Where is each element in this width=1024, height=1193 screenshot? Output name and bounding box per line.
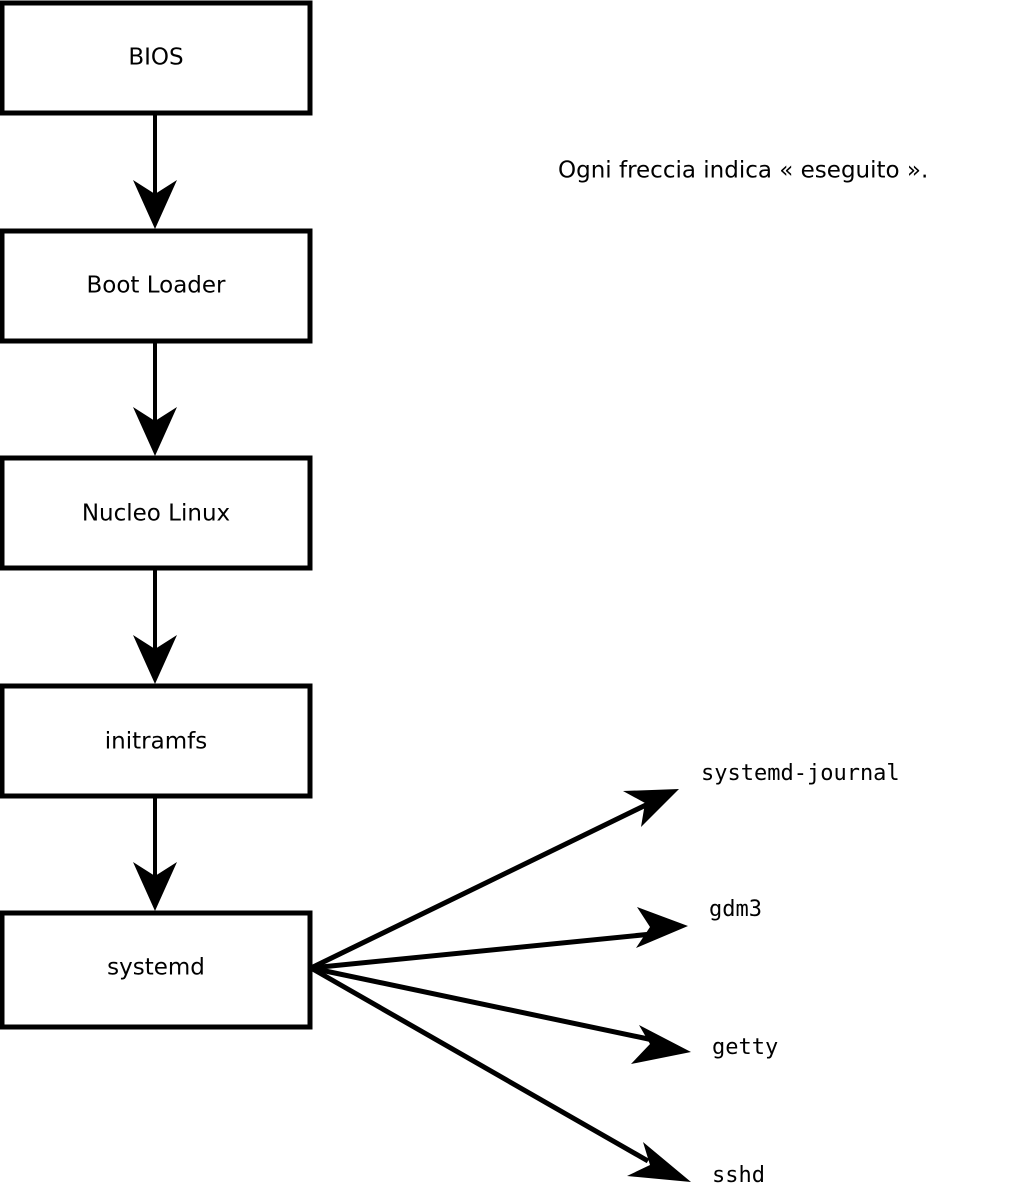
stage-box-rect [0, 0, 313, 116]
flow-arrow-initramfs-to-systemd [133, 796, 177, 911]
arrow-shaft [309, 801, 650, 971]
service-label-systemd-journal: systemd-journal [701, 761, 900, 786]
service-arrow-gdm3 [310, 907, 688, 971]
stage-box-kernel[interactable]: Nucleo Linux [0, 455, 313, 571]
stage-label-initramfs: initramfs [105, 729, 207, 755]
stage-box-bios[interactable]: BIOS [0, 0, 313, 116]
stage-box-rect [0, 683, 313, 799]
arrow-head-down-icon [133, 407, 177, 456]
service-arrow-getty [310, 965, 691, 1064]
arrow-shaft [310, 931, 653, 971]
stage-box-rect [0, 228, 313, 344]
arrow-head-icon [631, 1025, 691, 1064]
arrow-head-down-icon [133, 862, 177, 911]
stage-box-rect [0, 910, 313, 1030]
diagram-caption: Ogni freccia indica « eseguito ». [558, 158, 928, 184]
flow-arrow-bootloader-to-kernel [133, 341, 177, 456]
service-arrow-sshd [309, 965, 691, 1182]
arrow-head-icon [623, 789, 679, 827]
service-label-gdm3: gdm3 [709, 897, 762, 922]
arrow-head-down-icon [133, 635, 177, 684]
arrow-head-icon [636, 907, 688, 948]
stage-box-initramfs[interactable]: initramfs [0, 683, 313, 799]
stage-label-kernel: Nucleo Linux [82, 501, 230, 527]
stage-label-bios: BIOS [128, 45, 183, 71]
arrow-shaft [310, 965, 654, 1043]
stage-label-systemd: systemd [107, 955, 205, 981]
flow-arrow-kernel-to-initramfs [133, 568, 177, 684]
stage-box-bootloader[interactable]: Boot Loader [0, 228, 313, 344]
arrow-shaft [309, 965, 650, 1164]
arrow-head-icon [627, 1142, 691, 1182]
flow-arrow-bios-to-bootloader [133, 113, 177, 229]
service-label-sshd: sshd [712, 1163, 765, 1188]
arrow-head-down-icon [133, 180, 177, 229]
service-arrow-systemd-journal [309, 789, 679, 971]
stage-label-bootloader: Boot Loader [86, 273, 226, 299]
stage-box-systemd[interactable]: systemd [0, 910, 313, 1030]
service-label-getty: getty [712, 1035, 778, 1060]
